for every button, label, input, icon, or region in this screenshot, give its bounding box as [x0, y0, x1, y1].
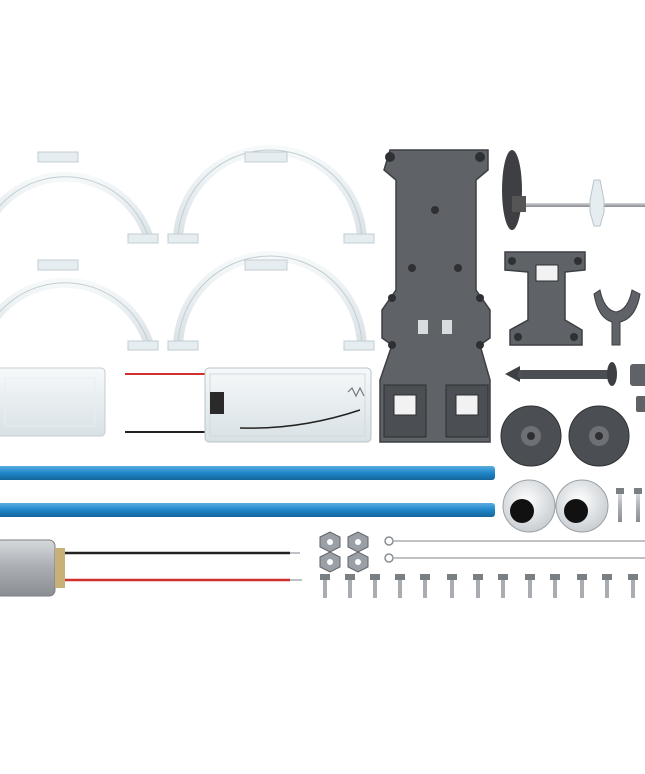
wheel-pulley: [568, 405, 630, 467]
clip-holder: [593, 289, 641, 346]
hex-nut: [319, 531, 341, 553]
googly-eye: [555, 479, 609, 533]
blue-rod: [0, 503, 495, 517]
transparent-cover: [0, 367, 106, 437]
arch-leg: [0, 151, 159, 244]
screw: [525, 574, 535, 598]
motor-mount-bracket: [504, 251, 586, 346]
screw: [345, 574, 355, 598]
screw: [420, 574, 430, 598]
screw: [634, 488, 642, 522]
gray-chassis-plate: [379, 149, 491, 443]
screw: [602, 574, 612, 598]
screw: [473, 574, 483, 598]
blue-rod: [0, 466, 495, 480]
screw: [447, 574, 457, 598]
screw: [616, 488, 624, 522]
screw-row: [320, 574, 638, 598]
hex-nut: [319, 551, 341, 573]
small-gray-part: [630, 364, 645, 412]
wire-link: [384, 536, 645, 546]
googly-eye: [502, 479, 556, 533]
battery-holder: [125, 367, 372, 443]
arch-leg: [167, 251, 375, 351]
hex-nut: [347, 551, 369, 573]
hex-nut: [347, 531, 369, 553]
screw: [628, 574, 638, 598]
arch-leg: [0, 259, 159, 351]
screw: [550, 574, 560, 598]
wire-link: [384, 553, 645, 563]
plastic-shaft: [505, 362, 617, 386]
screw: [320, 574, 330, 598]
wheel-pulley: [500, 405, 562, 467]
axle-with-crank-disc: [502, 150, 645, 230]
screw: [370, 574, 380, 598]
screw: [498, 574, 508, 598]
screw: [395, 574, 405, 598]
dc-motor: [0, 539, 302, 597]
arch-leg: [167, 145, 375, 244]
screw: [577, 574, 587, 598]
